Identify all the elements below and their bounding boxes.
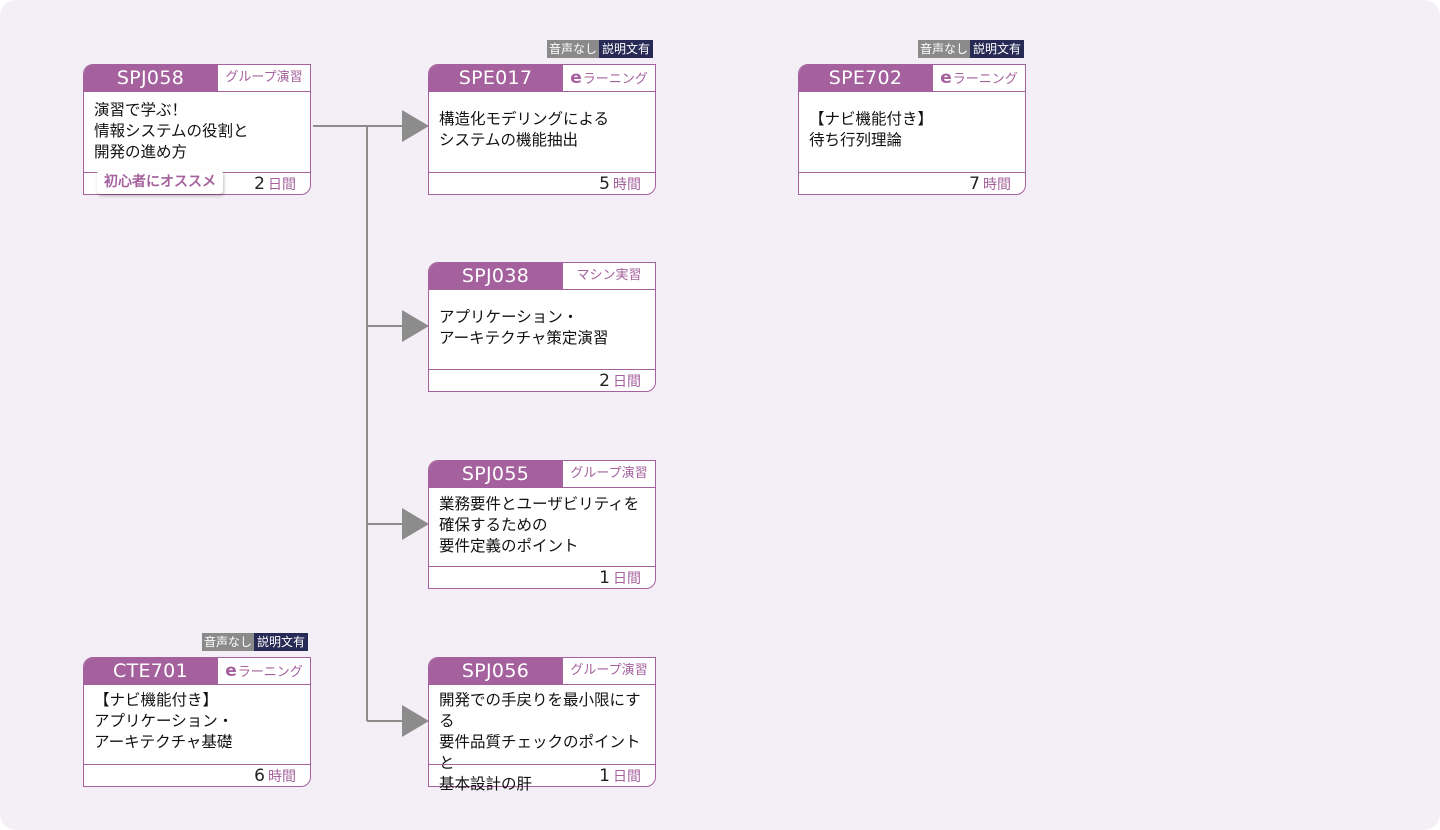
- duration-unit: 日間: [268, 177, 296, 193]
- audio-badge: 音声なし説明文有: [918, 40, 1025, 58]
- duration-value: 1: [599, 568, 610, 588]
- caption-label: 説明文有: [254, 633, 309, 651]
- arrow-head-spj055: [402, 508, 429, 540]
- elearning-e-glyph: e: [940, 68, 952, 88]
- elearning-e-glyph: e: [570, 68, 582, 88]
- elearning-e-glyph: e: [225, 661, 237, 681]
- card-header: CTE701 eラーニング: [84, 658, 310, 685]
- course-title: アプリケーション・ アーキテクチャ策定演習: [439, 308, 609, 347]
- course-card-cte701[interactable]: CTE701 eラーニング 【ナビ機能付き】 アプリケーション・ アーキテクチャ…: [83, 657, 311, 787]
- course-title: 業務要件とユーザビリティを 確保するための 要件定義のポイント: [439, 495, 640, 555]
- arrow-head-spe017: [402, 110, 429, 142]
- course-type: eラーニング: [562, 65, 655, 91]
- duration-value: 6: [254, 766, 265, 786]
- duration-unit: 日間: [613, 571, 641, 587]
- arrow-head-spj056: [402, 705, 429, 737]
- course-title: 構造化モデリングによる システムの機能抽出: [439, 110, 610, 149]
- duration-unit: 時間: [983, 177, 1011, 193]
- no-audio-label: 音声なし: [547, 40, 600, 58]
- course-title: 【ナビ機能付き】 アプリケーション・ アーキテクチャ基礎: [94, 691, 234, 751]
- duration-unit: 時間: [268, 769, 296, 785]
- course-card-spj058[interactable]: SPJ058 グループ演習 演習で学ぶ！ 情報システムの役割と 開発の進め方 初…: [83, 64, 311, 195]
- duration-unit: 日間: [613, 374, 641, 390]
- no-audio-label: 音声なし: [918, 40, 971, 58]
- course-type: グループ演習: [562, 658, 655, 684]
- course-title: 演習で学ぶ！ 情報システムの役割と 開発の進め方: [94, 101, 249, 161]
- course-title: 開発での手戻りを最小限にする 要件品質チェックのポイントと 基本設計の肝: [439, 691, 641, 793]
- card-header: SPJ058 グループ演習: [84, 65, 310, 92]
- audio-badge: 音声なし説明文有: [202, 633, 309, 651]
- course-code: CTE701: [84, 658, 217, 684]
- caption-label: 説明文有: [599, 40, 654, 58]
- course-type-label: ラーニング: [237, 665, 303, 680]
- duration-value: 7: [969, 174, 980, 194]
- card-header: SPJ055 グループ演習: [429, 461, 655, 488]
- audio-badge: 音声なし説明文有: [547, 40, 654, 58]
- course-code: SPE017: [429, 65, 562, 91]
- duration-value: 1: [599, 766, 610, 786]
- course-code: SPE702: [799, 65, 932, 91]
- course-type: マシン実習: [562, 263, 655, 289]
- course-type-label: ラーニング: [952, 72, 1018, 87]
- arrow-head-spj038: [402, 310, 429, 342]
- course-card-spj056[interactable]: SPJ056 グループ演習 開発での手戻りを最小限にする 要件品質チェックのポイ…: [428, 657, 656, 793]
- caption-label: 説明文有: [970, 40, 1025, 58]
- duration-unit: 時間: [613, 177, 641, 193]
- course-card-spj055[interactable]: SPJ055 グループ演習 業務要件とユーザビリティを 確保するための 要件定義…: [428, 460, 656, 589]
- course-type: eラーニング: [217, 658, 310, 684]
- duration-value: 2: [254, 174, 265, 194]
- card-header: SPJ056 グループ演習: [429, 658, 655, 685]
- card-header: SPE702 eラーニング: [799, 65, 1025, 92]
- course-code: SPJ058: [84, 65, 217, 91]
- card-header: SPJ038 マシン実習: [429, 263, 655, 290]
- duration-unit: 日間: [613, 769, 641, 785]
- beginner-badge: 初心者にオススメ: [97, 170, 223, 194]
- course-title: 【ナビ機能付き】 待ち行列理論: [809, 110, 934, 149]
- course-type-label: ラーニング: [582, 72, 648, 87]
- no-audio-label: 音声なし: [202, 633, 255, 651]
- duration-value: 5: [599, 174, 610, 194]
- duration-value: 2: [599, 371, 610, 391]
- course-code: SPJ038: [429, 263, 562, 289]
- card-header: SPE017 eラーニング: [429, 65, 655, 92]
- course-type: グループ演習: [562, 461, 655, 487]
- course-code: SPJ056: [429, 658, 562, 684]
- course-code: SPJ055: [429, 461, 562, 487]
- course-type: eラーニング: [932, 65, 1025, 91]
- course-type: グループ演習: [217, 65, 310, 91]
